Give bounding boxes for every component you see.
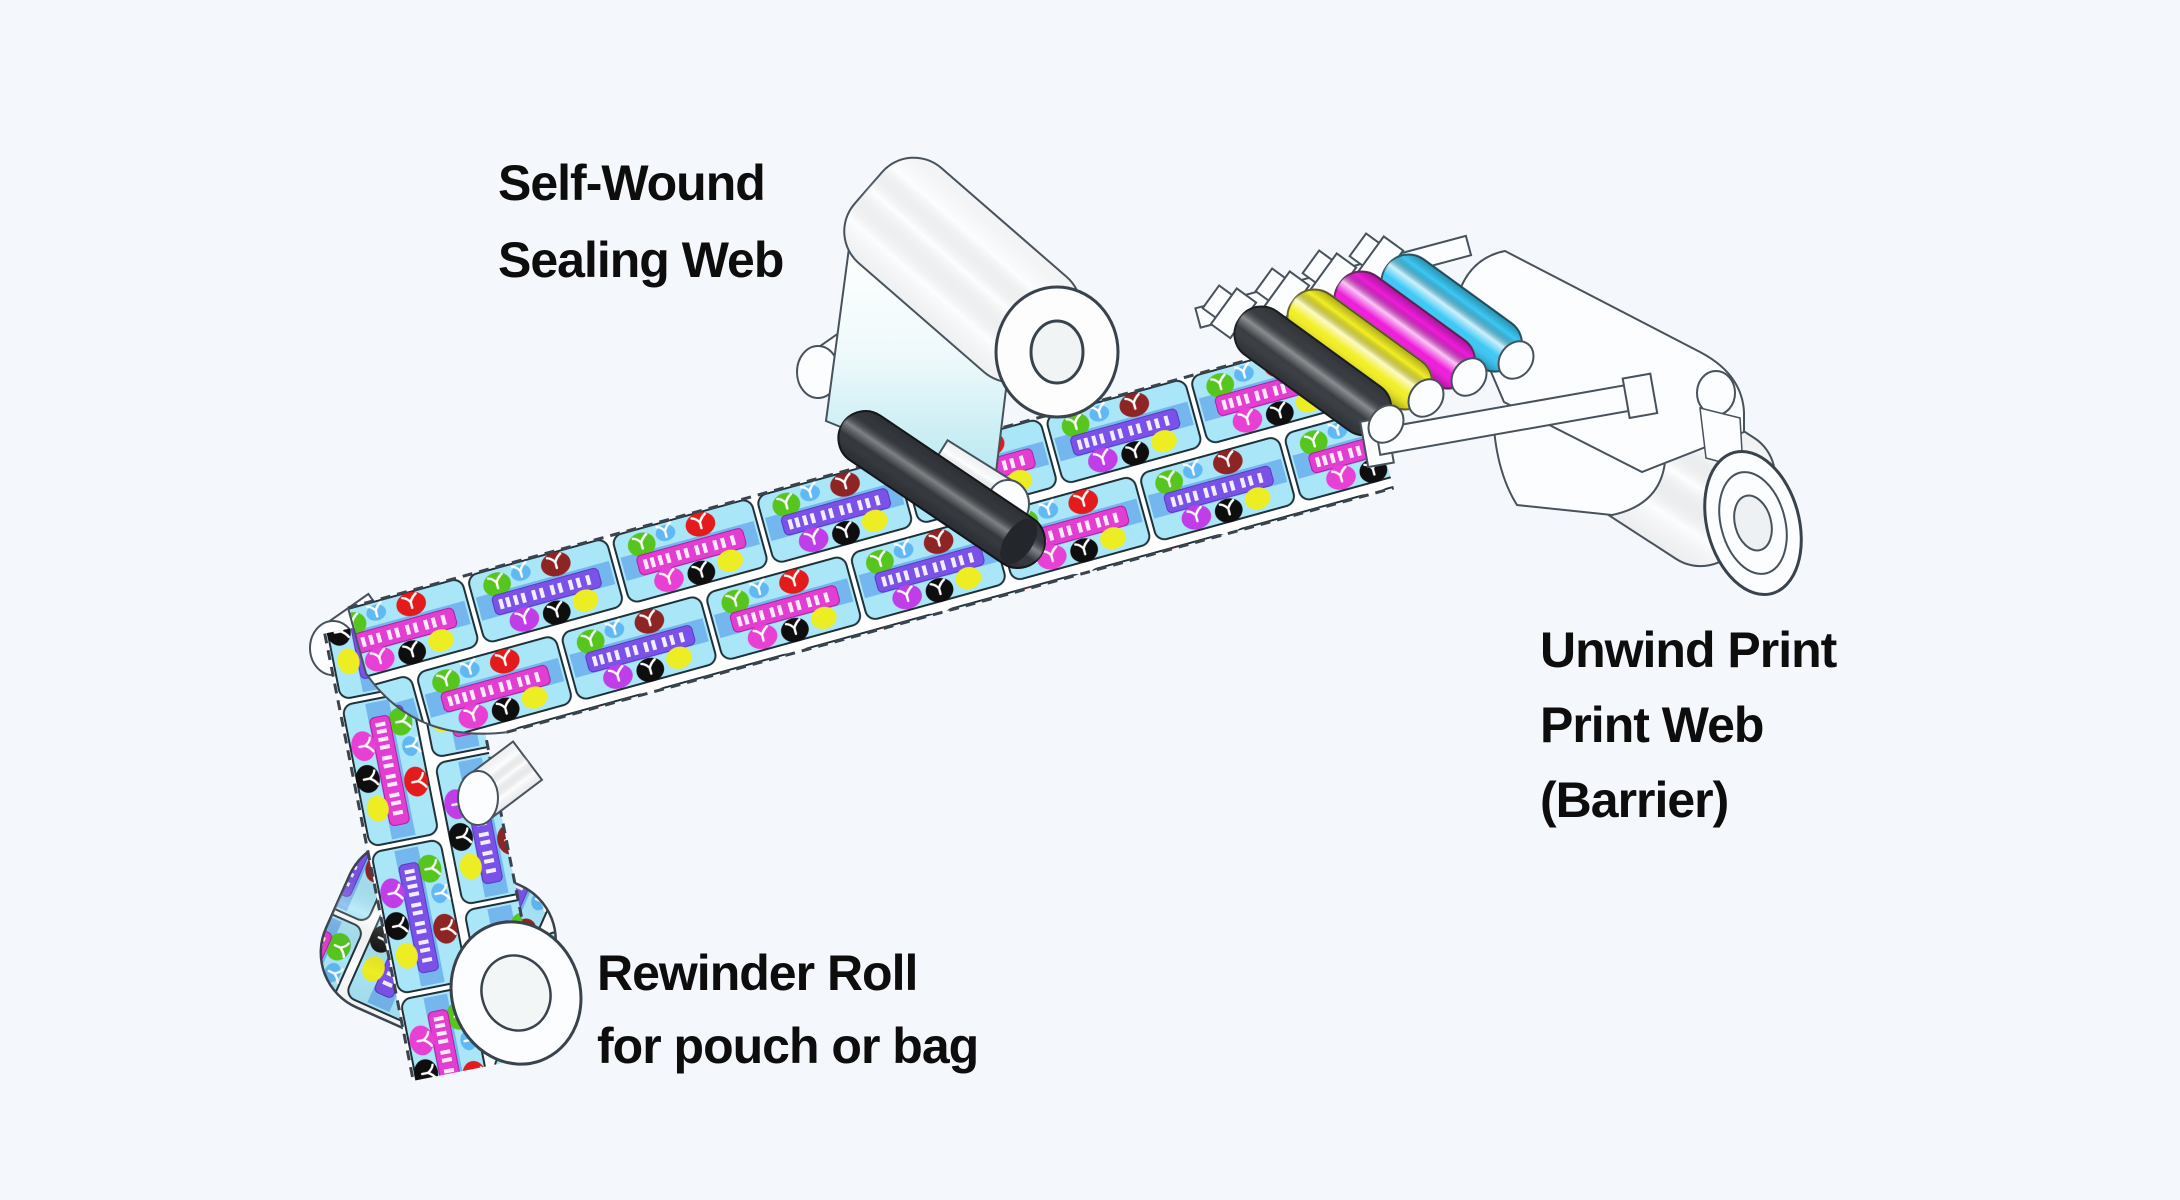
label-unwind-line3: (Barrier)	[1540, 772, 1728, 828]
middle-idler-roller	[457, 740, 544, 826]
label-sealing-web-line2: Sealing Web	[498, 232, 783, 288]
label-rewinder-line1: Rewinder Roll	[597, 945, 917, 1001]
roller-end-caps	[1367, 340, 1535, 444]
cyan-roller	[1348, 232, 1523, 373]
unwind-roll-face	[1703, 449, 1803, 597]
label-unwind-line2: Print Web	[1540, 697, 1763, 753]
rewinder-roll-face	[449, 920, 583, 1066]
sealing-web-station	[796, 156, 1120, 569]
unwind-assembly	[1456, 249, 1803, 597]
black-roller	[1201, 284, 1393, 437]
label-sealing-web-line1: Self-Wound	[498, 155, 765, 211]
laminating-nip-roller	[837, 410, 1046, 569]
printed-web-diagonal	[347, 330, 1395, 735]
label-rewinder-line2: for pouch or bag	[597, 1018, 978, 1074]
label-unwind-line1: Unwind Print	[1540, 622, 1838, 678]
unwind-web-sheet	[1456, 249, 1745, 474]
annotations: Self-Wound Sealing Web Unwind Print Prin…	[498, 155, 1839, 1074]
cmyk-print-station	[1194, 232, 1659, 469]
sealing-web-roll-face	[994, 285, 1120, 419]
yellow-roller	[1254, 267, 1434, 411]
